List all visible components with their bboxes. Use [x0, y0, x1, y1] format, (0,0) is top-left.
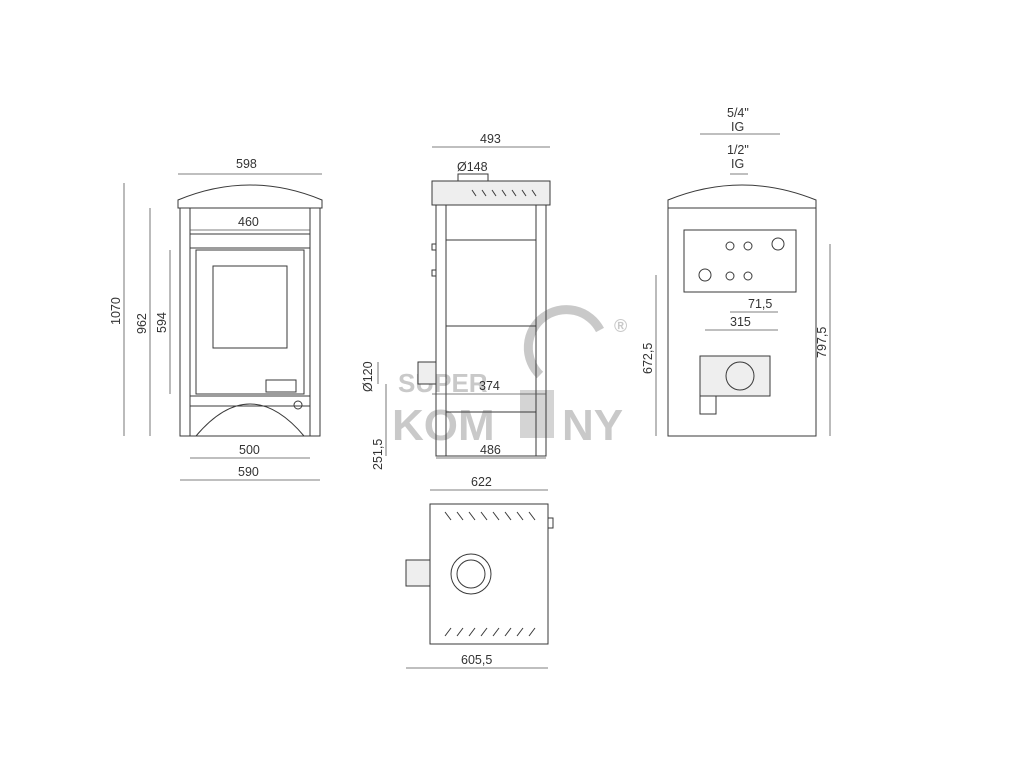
- front-base-arch: [195, 403, 305, 437]
- back-dim-672-5: 672,5: [641, 343, 655, 374]
- back-flue-pipe-icon: [725, 361, 755, 391]
- top-view: 622 605,5: [405, 475, 554, 669]
- watermark-swirl-icon: [523, 305, 604, 379]
- side-hinge-top: [431, 243, 437, 251]
- side-rear-flue: [417, 361, 437, 385]
- side-top-flue-collar: [457, 173, 489, 182]
- back-dim-1-2-ig: IG: [731, 157, 744, 171]
- side-dim-374: 374: [479, 379, 500, 393]
- back-dim-797-5: 797,5: [815, 327, 829, 358]
- back-connector-large-2-icon: [698, 268, 712, 282]
- back-flue-box: [699, 355, 771, 397]
- back-water-plate: [683, 229, 797, 293]
- side-panel-lower: [445, 325, 537, 413]
- back-dim-5-4-ig: IG: [731, 120, 744, 134]
- front-air-knob-icon: [293, 400, 303, 410]
- back-connector-small-3-icon: [725, 271, 735, 281]
- front-dim-460: 460: [238, 215, 259, 229]
- side-dim-148: Ø148: [457, 160, 488, 174]
- side-dim-493: 493: [480, 132, 501, 146]
- back-connector-large-icon: [771, 237, 785, 251]
- top-vents-lower: [444, 627, 536, 637]
- side-hinge-bottom: [431, 269, 437, 277]
- side-dim-486: 486: [480, 443, 501, 457]
- top-flue-inner-icon: [456, 559, 486, 589]
- front-dim-1070: 1070: [109, 297, 123, 325]
- side-top-vents: [471, 189, 537, 197]
- back-flue-stand: [699, 395, 717, 415]
- front-door-handle: [265, 379, 297, 393]
- watermark-text-super: SUPER: [398, 368, 488, 398]
- side-dim-251: 251,5: [371, 439, 385, 470]
- front-door-glass: [212, 265, 288, 349]
- top-flue-ring-icon: [450, 553, 492, 595]
- front-dim-962: 962: [135, 313, 149, 334]
- back-dim-71-5: 71,5: [748, 297, 772, 311]
- front-view: 598 460 1070 962 594 500 590: [109, 157, 323, 481]
- back-dim-315: 315: [730, 315, 751, 329]
- side-dim-120: Ø120: [361, 361, 375, 392]
- front-top-cover: [177, 184, 323, 209]
- back-view: 5/4" IG 1/2" IG 71,5 315 672,5 797,5: [641, 106, 831, 437]
- top-vents-upper: [444, 511, 536, 521]
- watermark-text-kom: KOM: [392, 401, 495, 450]
- front-ash-lip: [189, 395, 311, 407]
- top-rear-flue: [405, 559, 431, 587]
- top-handle: [547, 517, 554, 529]
- front-upper-panel: [189, 233, 311, 249]
- back-connector-small-4-icon: [743, 271, 753, 281]
- watermark-chimney-icon: [520, 390, 554, 438]
- side-view: 493 Ø148 Ø120 374 251,5 486: [361, 132, 551, 470]
- front-door: [195, 249, 305, 395]
- watermark-logo: SUPER KOM NY ®: [392, 305, 627, 450]
- front-dim-500: 500: [239, 443, 260, 457]
- side-panel-upper: [445, 239, 537, 327]
- watermark-text-ny: NY: [562, 401, 623, 450]
- back-top-cover: [667, 184, 817, 209]
- back-dim-1-2: 1/2": [727, 143, 749, 157]
- front-body: [179, 207, 321, 437]
- top-body: [429, 503, 549, 645]
- top-dim-605-5: 605,5: [461, 653, 492, 667]
- front-dim-598: 598: [236, 157, 257, 171]
- back-connector-small-2-icon: [743, 241, 753, 251]
- side-top-cover: [431, 180, 551, 206]
- back-dim-5-4: 5/4": [727, 106, 749, 120]
- front-dim-594: 594: [155, 312, 169, 333]
- back-body: [667, 207, 817, 437]
- back-connector-small-1-icon: [725, 241, 735, 251]
- side-body: [435, 204, 547, 457]
- top-dim-622: 622: [471, 475, 492, 489]
- watermark-registered-mark: ®: [614, 316, 627, 336]
- front-dim-590: 590: [238, 465, 259, 479]
